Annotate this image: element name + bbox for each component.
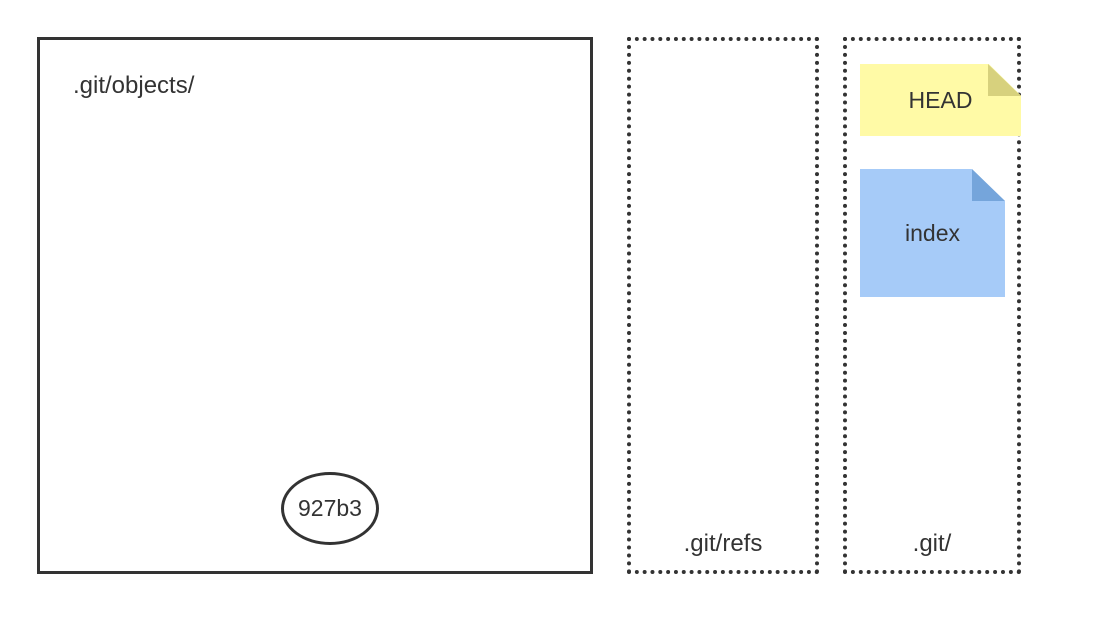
refs-directory-panel: .git/refs (627, 37, 819, 574)
objects-directory-panel: .git/objects/ 927b3 (37, 37, 593, 574)
git-directory-label: .git/ (912, 530, 952, 557)
object-927b3-node: 927b3 (281, 472, 379, 545)
index-file-fold-icon (972, 169, 1005, 201)
git-directory-panel: HEAD index .git/ (843, 37, 1021, 574)
refs-directory-label: .git/refs (683, 530, 763, 557)
objects-directory-label: .git/objects/ (73, 72, 195, 99)
